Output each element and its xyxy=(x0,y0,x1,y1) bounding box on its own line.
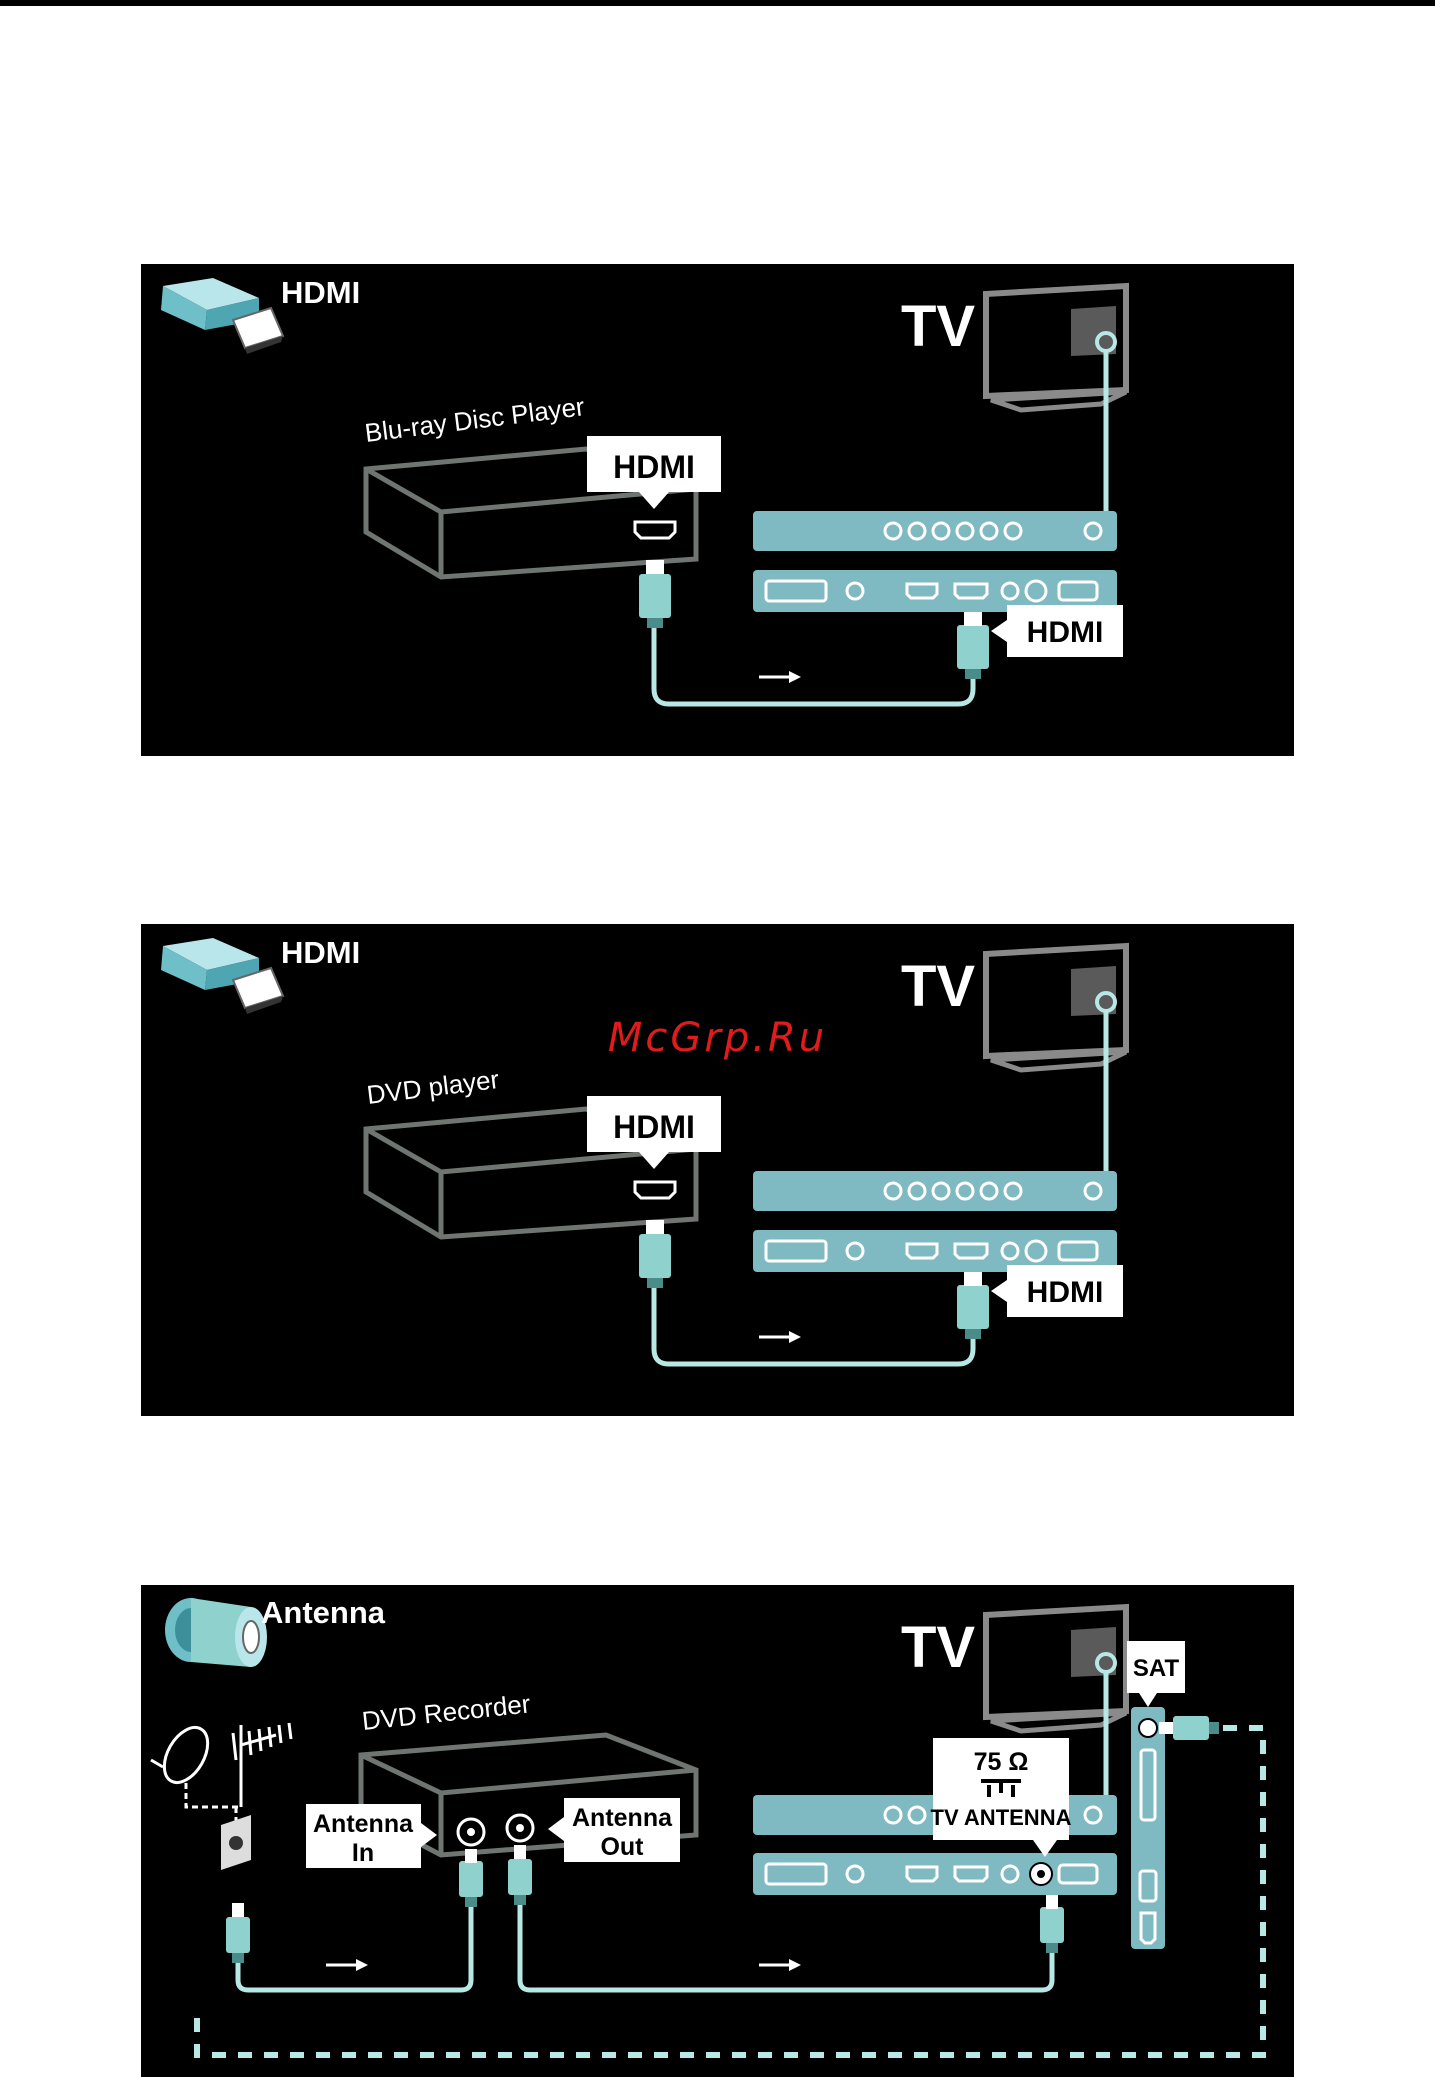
hdmi-plug-icon xyxy=(161,938,283,1014)
tv-hdmi-callout: HDMI xyxy=(991,605,1123,657)
tv-side-connector-panel xyxy=(1131,1707,1165,1949)
diagram-panel-hdmi-dvd: HDMI TV DVD player HDMI xyxy=(141,924,1294,1416)
tv-connector-panel-top xyxy=(753,1171,1117,1211)
tv-hdmi-callout: HDMI xyxy=(991,1265,1123,1317)
sat-label: SAT xyxy=(1133,1655,1180,1682)
section-title: HDMI xyxy=(281,275,360,310)
device-port-label: HDMI xyxy=(613,449,695,485)
antenna-in-label-line1: Antenna xyxy=(313,1810,414,1838)
signal-arrow-icon xyxy=(759,1331,801,1343)
antenna-in-port-icon xyxy=(458,1819,484,1845)
tv-connector-panel-top xyxy=(753,511,1117,551)
antenna-out-callout: Antenna Out xyxy=(548,1798,680,1862)
watermark: McGrp.Ru xyxy=(0,1015,1435,1061)
antenna-out-port-icon xyxy=(507,1815,533,1841)
tv-label: TV xyxy=(901,294,975,359)
tv-port-label: HDMI xyxy=(1027,616,1104,649)
top-rule xyxy=(0,0,1435,6)
tv-antenna-callout: 75 Ω TV ANTENNA xyxy=(931,1738,1072,1857)
antenna-out-label-line2: Out xyxy=(600,1833,644,1861)
tv-label: TV xyxy=(901,954,975,1019)
antenna-out-label-line1: Antenna xyxy=(572,1804,673,1832)
signal-arrow-icon xyxy=(759,671,801,683)
signal-arrow-icon xyxy=(326,1959,368,1971)
antenna-plug-icon xyxy=(165,1598,267,1667)
device-label: Blu-ray Disc Player xyxy=(363,391,586,448)
antenna-in-label-line2: In xyxy=(352,1839,374,1867)
antenna-in-callout: Antenna In xyxy=(306,1804,437,1868)
diagram-panel-antenna: Antenna TV xyxy=(141,1585,1294,2077)
device-port-label: HDMI xyxy=(613,1109,695,1145)
satellite-dish-icon xyxy=(151,1720,241,1807)
tv-connector-panel-bottom xyxy=(753,1853,1117,1895)
device-hdmi-port-icon xyxy=(635,1182,675,1198)
coax-cable-wall-to-recorder xyxy=(226,1849,483,1990)
ohm-label: 75 Ω xyxy=(974,1748,1029,1776)
sat-callout: SAT xyxy=(1127,1641,1185,1707)
device-label: DVD Recorder xyxy=(360,1688,532,1736)
aerial-antenna-icon xyxy=(233,1723,291,1807)
section-title: HDMI xyxy=(281,935,360,970)
wall-socket-icon xyxy=(221,1815,251,1870)
tv-label: TV xyxy=(901,1615,975,1680)
device-hdmi-port-icon xyxy=(635,522,675,538)
device-label: DVD player xyxy=(365,1064,501,1110)
diagram-panel-hdmi-bluray: HDMI TV Blu-ray Disc Player HDMI xyxy=(141,264,1294,756)
tv-port-label: HDMI xyxy=(1027,1276,1104,1309)
signal-arrow-icon xyxy=(759,1959,801,1971)
section-title: Antenna xyxy=(261,1595,386,1630)
tv-antenna-label: TV ANTENNA xyxy=(931,1805,1072,1830)
hdmi-plug-icon xyxy=(161,278,283,354)
